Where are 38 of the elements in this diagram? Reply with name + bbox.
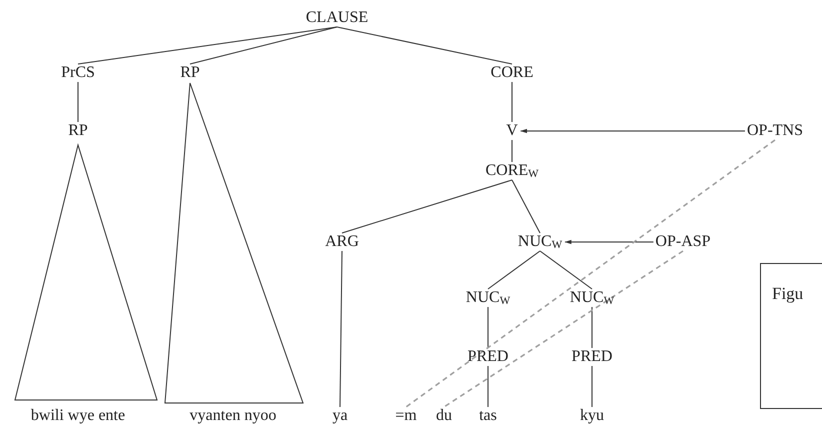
tree-branch (512, 180, 540, 234)
tree-node-label: ARG (324, 233, 360, 251)
tree-branch (540, 250, 592, 290)
tree-node-label: CLAUSE (304, 9, 370, 27)
tree-node-label: RP (67, 122, 89, 140)
tree-node-label: V (505, 122, 519, 140)
triangle (13, 143, 159, 402)
tree-branch (488, 250, 540, 290)
tree-branch (78, 26, 338, 64)
arrow (564, 240, 654, 244)
tree-node-label: CORE (490, 64, 534, 82)
tree-branch (336, 26, 512, 64)
word-label: ya (331, 407, 349, 425)
word-label: kyu (579, 407, 605, 425)
word-label: bwili wye ente (30, 407, 126, 425)
tree-node-label: CORE$_{W}$ (484, 162, 540, 180)
dashed-line (406, 139, 776, 408)
tree-node-label: NUC$_{W}$ (568, 289, 616, 307)
tree-node-label: PRED (570, 348, 614, 366)
tree-branch (342, 180, 512, 234)
word-label: tas (478, 407, 498, 425)
caption-text: Figu (772, 285, 804, 302)
tree-node-label: PRED (466, 348, 510, 366)
tree-node-label: OP-TNS (746, 122, 804, 140)
tree-branch (340, 250, 342, 408)
tree-node-label: RP (179, 64, 201, 82)
tree-branch (190, 26, 338, 64)
arrow (520, 128, 746, 134)
tree-node-label: NUC$_{W}$ (516, 233, 564, 251)
word-label: vyanten nyoo (188, 407, 278, 425)
dashed-line (444, 250, 684, 408)
tree-node-label: OP-ASP (654, 233, 712, 251)
tree-node-label: PrCS (60, 64, 96, 82)
word-label: du (435, 407, 453, 425)
tree-node-label: NUC$_{W}$ (464, 289, 512, 307)
caption-box (760, 263, 822, 409)
word-label: =m (394, 407, 418, 425)
triangle (163, 81, 305, 405)
